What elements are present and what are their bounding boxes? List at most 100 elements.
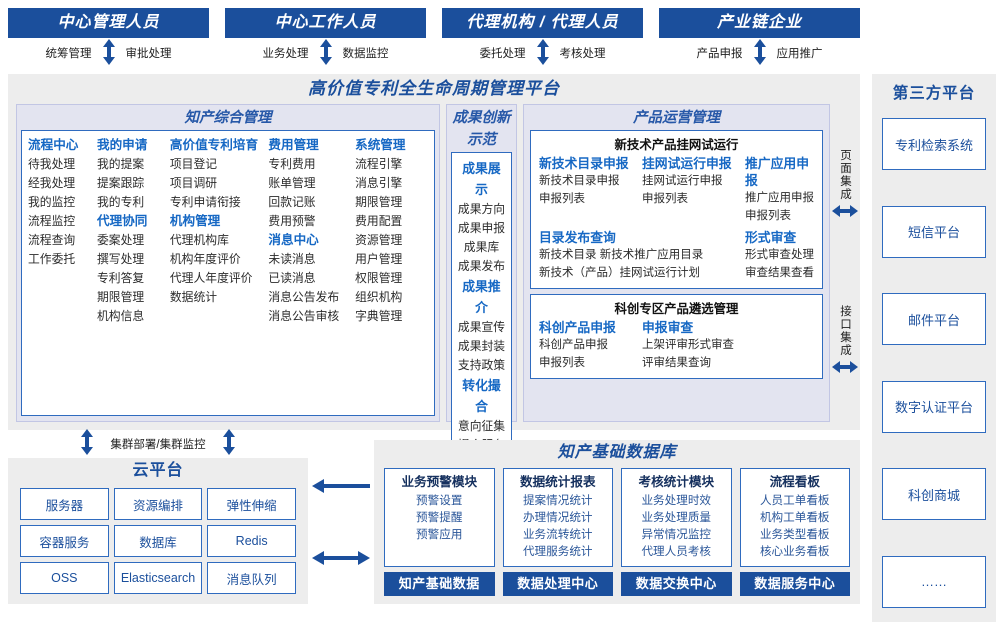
cloud-cell-1[interactable]: 服务器 — [20, 488, 109, 520]
third-party-item-2[interactable]: 短信平台 — [882, 205, 986, 258]
sci-item-1-2[interactable]: 申报列表 — [539, 357, 585, 369]
achievement-item-1-2[interactable]: 成果申报 — [457, 221, 506, 235]
knowledge-item-4-1-1[interactable]: 专利费用 — [268, 157, 316, 171]
cloud-cell-8[interactable]: Elasticsearch — [113, 562, 203, 594]
achievement-item-3-1[interactable]: 意向征集 — [457, 419, 506, 433]
arrow-updown-right-icon — [222, 428, 236, 460]
ops-item-2-1[interactable]: 挂网试运行申报 — [642, 175, 723, 187]
sci-item-2-2[interactable]: 评审结果查询 — [642, 357, 711, 369]
knowledge-item-2-1-2[interactable]: 提案跟踪 — [96, 176, 145, 190]
achievement-item-2-3[interactable]: 支持政策 — [457, 358, 506, 372]
knowledge-item-3-2-3[interactable]: 代理人年度评价 — [169, 271, 253, 285]
database-item-3-4[interactable]: 代理人员考核 — [641, 545, 712, 558]
knowledge-item-3-1-2[interactable]: 项目调研 — [169, 176, 218, 190]
database-column-1: 业务预警模块预警设置预警提醒预警应用知产基础数据 — [384, 468, 495, 596]
achievement-item-1-1[interactable]: 成果方向 — [457, 202, 506, 216]
knowledge-item-4-2-1[interactable]: 未读消息 — [268, 252, 316, 266]
knowledge-item-5-1-6[interactable]: 用户管理 — [355, 252, 403, 266]
third-party-item-6[interactable]: …… — [882, 555, 986, 608]
knowledge-item-2-2-2[interactable]: 撰写处理 — [96, 252, 145, 266]
ops-head-2: 挂网试运行申报 — [642, 156, 732, 171]
knowledge-item-2-1-3[interactable]: 我的专利 — [96, 195, 145, 209]
knowledge-item-5-1-3[interactable]: 期限管理 — [355, 195, 403, 209]
ops-review-item-1[interactable]: 形式审查处理 — [745, 249, 814, 261]
database-item-1-2[interactable]: 预警提醒 — [416, 511, 463, 524]
knowledge-item-3-2-1[interactable]: 代理机构库 — [169, 233, 229, 247]
database-item-1-1[interactable]: 预警设置 — [416, 494, 463, 507]
database-item-4-4[interactable]: 核心业务看板 — [759, 545, 830, 558]
knowledge-item-4-1-3[interactable]: 回款记账 — [268, 195, 316, 209]
knowledge-item-2-2-3[interactable]: 专利答复 — [96, 271, 145, 285]
database-foot-1[interactable]: 知产基础数据 — [384, 572, 495, 596]
knowledge-item-4-2-3[interactable]: 消息公告发布 — [268, 290, 340, 304]
cloud-cell-5[interactable]: 数据库 — [113, 525, 203, 557]
cloud-cell-6[interactable]: Redis — [207, 525, 296, 557]
third-party-item-3[interactable]: 邮件平台 — [882, 293, 986, 346]
knowledge-item-5-1-5[interactable]: 资源管理 — [355, 233, 403, 247]
ops-item-1-1[interactable]: 新技术目录申报 — [539, 175, 620, 187]
cloud-cell-2[interactable]: 资源编排 — [113, 488, 203, 520]
database-head-3: 考核统计模块 — [638, 475, 715, 489]
database-foot-4[interactable]: 数据服务中心 — [739, 572, 850, 596]
cloud-cell-4[interactable]: 容器服务 — [20, 525, 109, 557]
knowledge-item-4-2-2[interactable]: 已读消息 — [268, 271, 316, 285]
database-item-4-1[interactable]: 人员工单看板 — [759, 494, 830, 507]
knowledge-item-1-1-2[interactable]: 经我处理 — [28, 176, 76, 190]
ops-item-1-2[interactable]: 申报列表 — [539, 193, 585, 205]
ops-review-item-2[interactable]: 审查结果查看 — [745, 267, 814, 279]
third-party-item-1[interactable]: 专利检索系统 — [882, 118, 986, 170]
ops-catalog-item-1[interactable]: 新技术目录 新技术推广应用目录 — [539, 249, 704, 261]
database-item-2-2[interactable]: 办理情况统计 — [522, 511, 593, 524]
knowledge-item-3-2-2[interactable]: 机构年度评价 — [169, 252, 241, 266]
database-item-4-3[interactable]: 业务类型看板 — [759, 528, 830, 541]
knowledge-item-2-2-1[interactable]: 委案处理 — [96, 233, 145, 247]
ops-item-3-2[interactable]: 申报列表 — [745, 210, 791, 222]
achievement-item-2-2[interactable]: 成果封装 — [457, 339, 506, 353]
knowledge-item-1-1-1[interactable]: 待我处理 — [28, 157, 76, 171]
achievement-item-1-4[interactable]: 成果发布 — [457, 259, 506, 273]
third-party-item-5[interactable]: 科创商城 — [882, 468, 986, 521]
database-item-2-3[interactable]: 业务流转统计 — [522, 528, 593, 541]
cloud-cell-9[interactable]: 消息队列 — [207, 562, 296, 594]
sci-item-1-1[interactable]: 科创产品申报 — [539, 339, 608, 351]
ops-catalog-item-2[interactable]: 新技术（产品）挂网试运行计划 — [539, 267, 700, 279]
database-foot-3[interactable]: 数据交换中心 — [621, 572, 732, 596]
knowledge-item-3-2-4[interactable]: 数据统计 — [169, 290, 218, 304]
knowledge-item-3-1-1[interactable]: 项目登记 — [169, 157, 218, 171]
knowledge-item-5-1-4[interactable]: 费用配置 — [355, 214, 403, 228]
database-item-3-1[interactable]: 业务处理时效 — [641, 494, 712, 507]
knowledge-item-4-1-2[interactable]: 账单管理 — [268, 176, 316, 190]
database-item-3-2[interactable]: 业务处理质量 — [641, 511, 712, 524]
knowledge-item-2-2-4[interactable]: 期限管理 — [96, 290, 145, 304]
database-item-1-3[interactable]: 预警应用 — [416, 528, 463, 541]
knowledge-item-3-1-3[interactable]: 专利申请衔接 — [169, 195, 241, 209]
achievement-item-1-3[interactable]: 成果库 — [463, 240, 500, 254]
database-item-4-2[interactable]: 机构工单看板 — [759, 511, 830, 524]
ops-item-2-2[interactable]: 申报列表 — [642, 193, 688, 205]
knowledge-item-5-1-8[interactable]: 组织机构 — [355, 290, 403, 304]
sci-item-2-1[interactable]: 上架评审形式审查 — [642, 339, 734, 351]
knowledge-item-1-1-3[interactable]: 我的监控 — [28, 195, 76, 209]
knowledge-item-4-2-4[interactable]: 消息公告审核 — [268, 309, 340, 323]
ops-row1: 新技术目录申报新技术目录申报申报列表挂网试运行申报挂网试运行申报申报列表推广应用… — [539, 155, 814, 225]
cloud-cell-3[interactable]: 弹性伸缩 — [207, 488, 296, 520]
knowledge-item-1-1-6[interactable]: 工作委托 — [28, 252, 76, 266]
ops-item-3-1[interactable]: 推广应用申报 — [745, 192, 814, 204]
database-item-2-1[interactable]: 提案情况统计 — [522, 494, 593, 507]
database-item-3-3[interactable]: 异常情况监控 — [641, 528, 712, 541]
knowledge-item-5-1-9[interactable]: 字典管理 — [355, 309, 403, 323]
knowledge-item-1-1-4[interactable]: 流程监控 — [28, 214, 76, 228]
cloud-cell-7[interactable]: OSS — [20, 562, 109, 594]
third-party-item-4[interactable]: 数字认证平台 — [882, 380, 986, 433]
arrow-updown-icon — [753, 38, 767, 68]
knowledge-item-2-2-5[interactable]: 机构信息 — [96, 309, 145, 323]
database-item-2-4[interactable]: 代理服务统计 — [522, 545, 593, 558]
knowledge-item-4-1-4[interactable]: 费用预警 — [268, 214, 316, 228]
knowledge-item-5-1-7[interactable]: 权限管理 — [355, 271, 403, 285]
database-foot-2[interactable]: 数据处理中心 — [502, 572, 613, 596]
knowledge-item-1-1-5[interactable]: 流程查询 — [28, 233, 76, 247]
achievement-item-2-1[interactable]: 成果宣传 — [457, 320, 506, 334]
knowledge-item-2-1-1[interactable]: 我的提案 — [96, 157, 145, 171]
knowledge-item-5-1-2[interactable]: 消息引擎 — [355, 176, 403, 190]
knowledge-item-5-1-1[interactable]: 流程引擎 — [355, 157, 403, 171]
